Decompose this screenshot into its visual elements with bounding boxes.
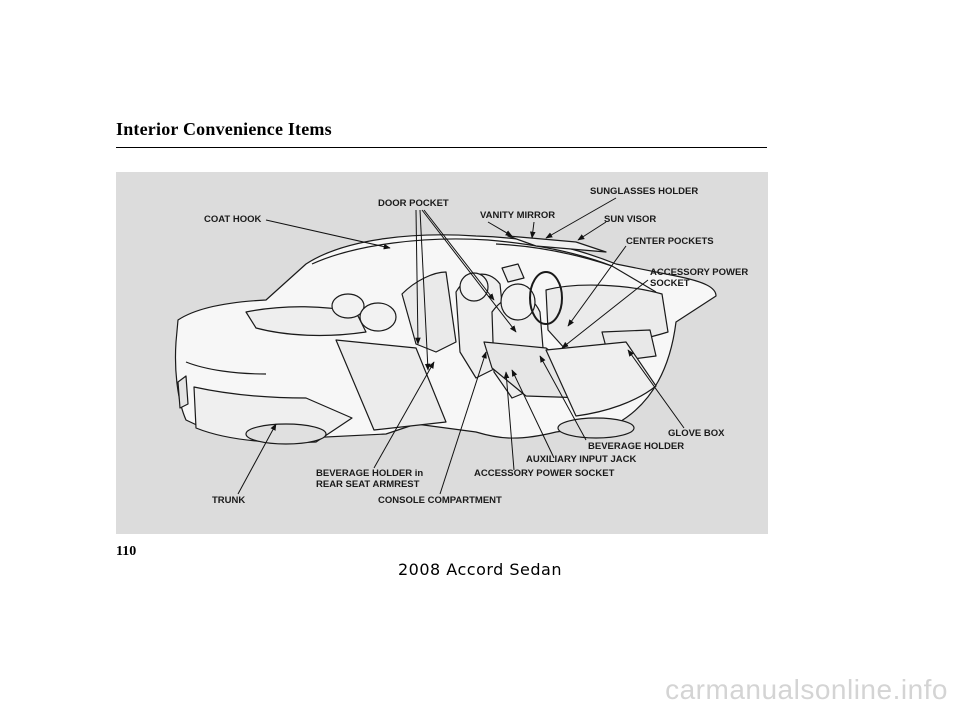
label-accessory-power-front-line2: SOCKET: [650, 278, 690, 289]
label-door-pocket: DOOR POCKET: [378, 198, 449, 209]
leader-sun-visor: [578, 222, 606, 240]
label-vanity-mirror: VANITY MIRROR: [480, 210, 555, 221]
label-center-pockets: CENTER POCKETS: [626, 236, 714, 247]
title-rule: [116, 147, 767, 148]
label-beverage-holder-rear-line2: REAR SEAT ARMREST: [316, 479, 420, 490]
label-sunglasses-holder: SUNGLASSES HOLDER: [590, 186, 698, 197]
label-beverage-holder: BEVERAGE HOLDER: [588, 441, 684, 452]
car-body: [175, 235, 716, 444]
footer-caption: 2008 Accord Sedan: [0, 560, 960, 579]
leader-vanity-mirror-a: [488, 222, 512, 236]
rear-wheel-well: [246, 424, 326, 444]
label-accessory-power-front-line1: ACCESSORY POWER: [650, 267, 748, 278]
watermark: carmanualsonline.info: [665, 674, 948, 706]
label-console-compartment: CONSOLE COMPARTMENT: [378, 495, 502, 506]
leader-coat-hook: [266, 220, 390, 248]
section-title: Interior Convenience Items: [116, 119, 332, 140]
label-coat-hook: COAT HOOK: [204, 214, 261, 225]
label-accessory-power-console: ACCESSORY POWER SOCKET: [474, 468, 615, 479]
page-number: 110: [116, 544, 136, 560]
rear-headrest-right: [360, 303, 396, 331]
interior-figure: SUNGLASSES HOLDER DOOR POCKET VANITY MIR…: [116, 172, 768, 534]
label-trunk: TRUNK: [212, 495, 245, 506]
leader-vanity-mirror-b: [532, 222, 534, 238]
label-beverage-holder-rear-line1: BEVERAGE HOLDER in: [316, 468, 423, 479]
tail-light: [178, 376, 188, 408]
rear-headrest-left: [332, 294, 364, 318]
front-wheel-well: [558, 418, 634, 438]
car-interior-illustration: SUNGLASSES HOLDER DOOR POCKET VANITY MIR…: [116, 172, 768, 534]
label-glove-box: GLOVE BOX: [668, 428, 725, 439]
label-auxiliary-input-jack: AUXILIARY INPUT JACK: [526, 454, 636, 465]
label-sun-visor: SUN VISOR: [604, 214, 656, 225]
